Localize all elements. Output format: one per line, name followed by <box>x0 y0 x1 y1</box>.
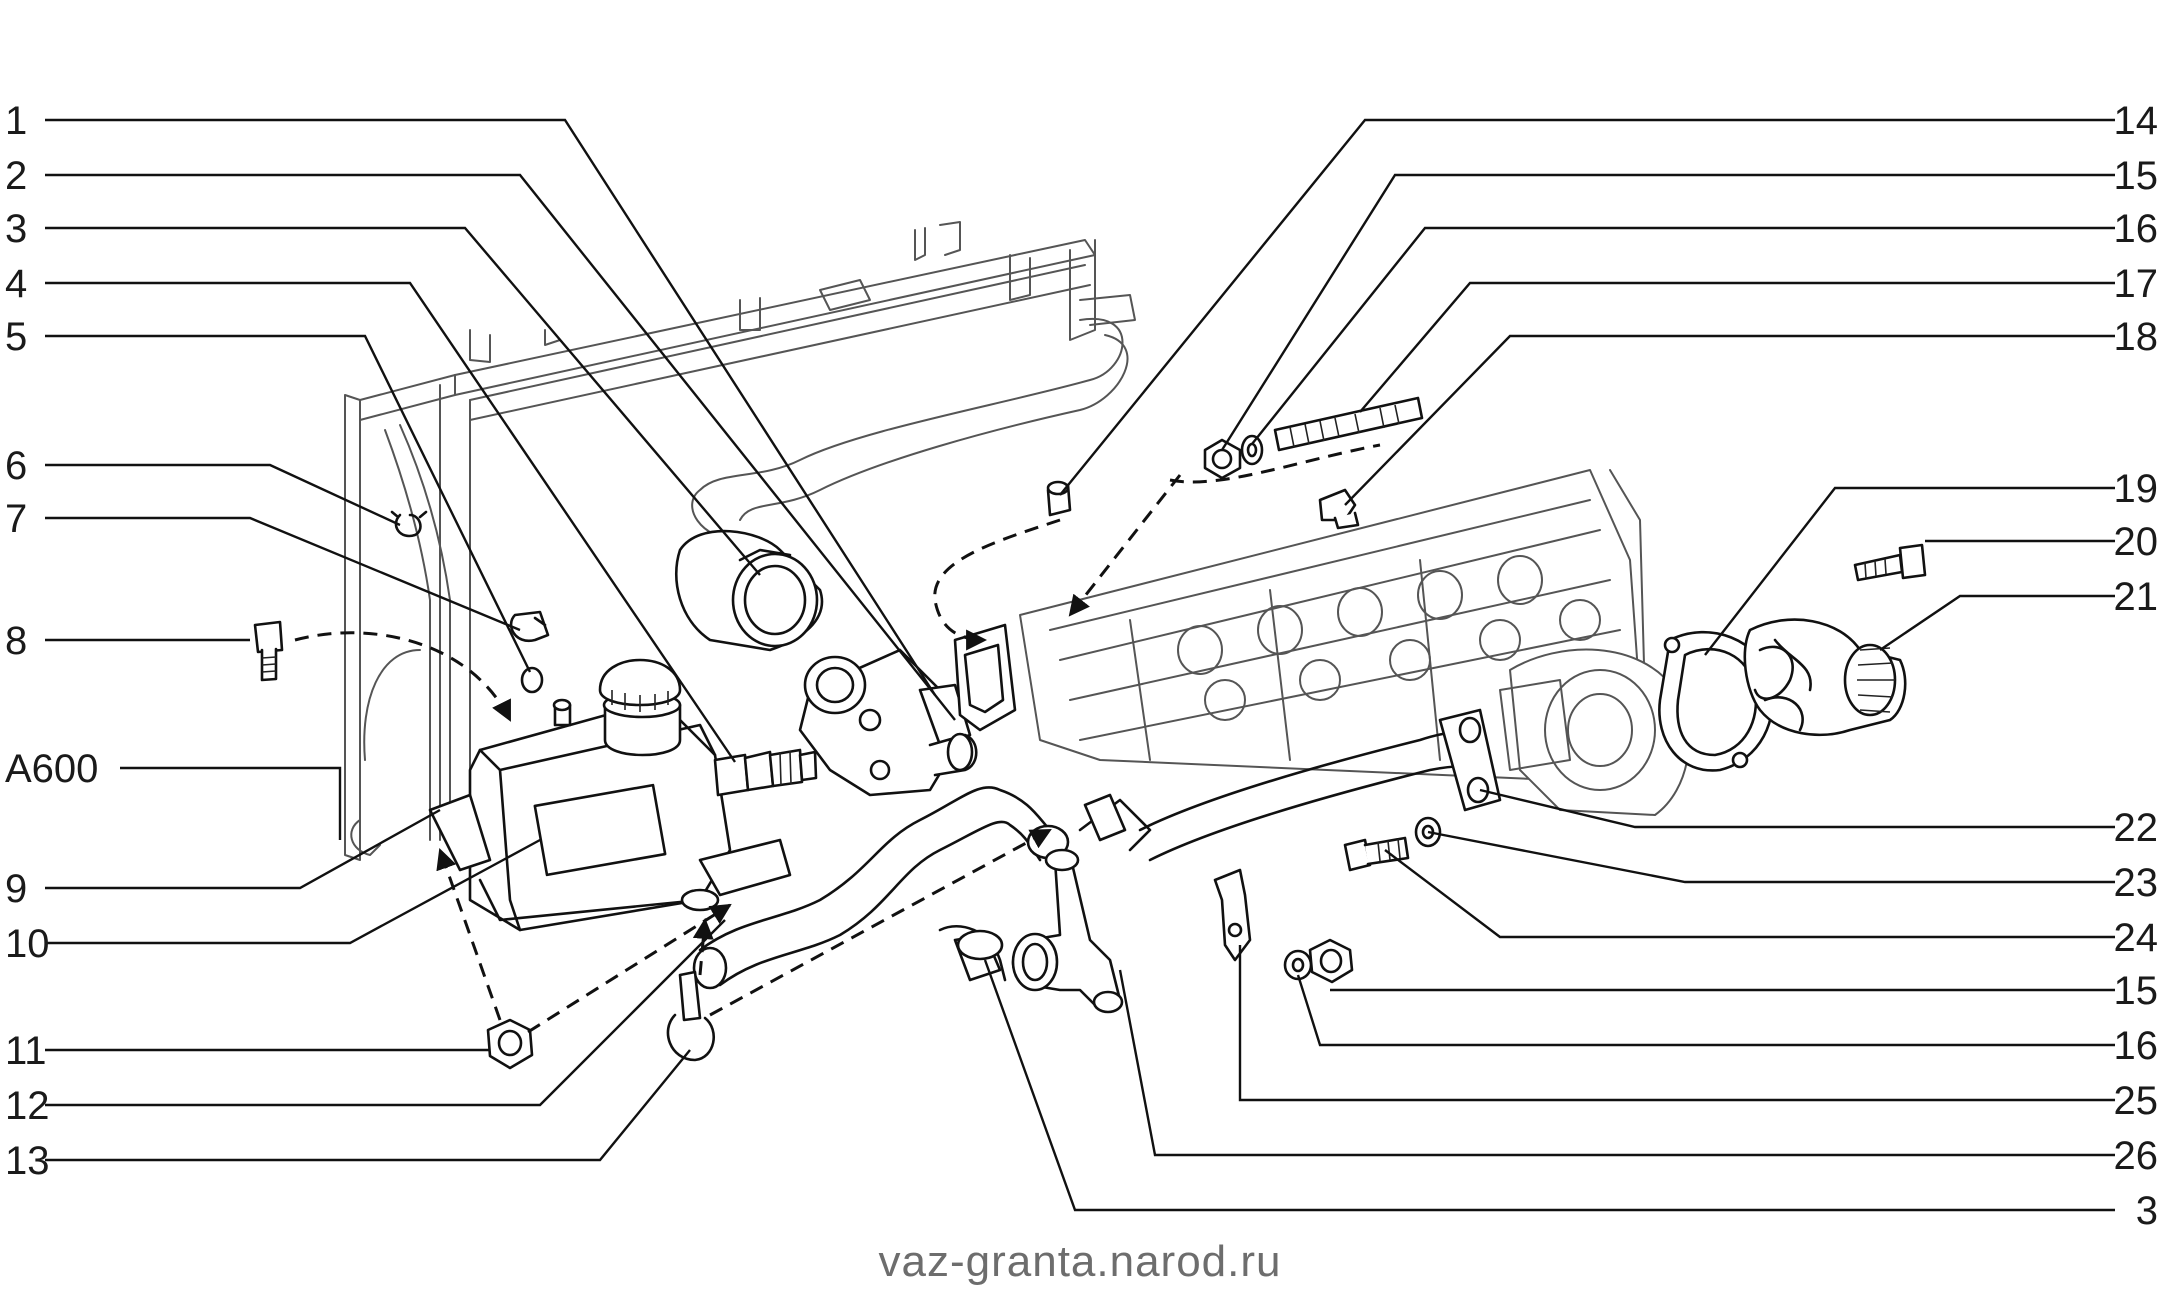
thermostat-gasket <box>953 623 1017 732</box>
callout-18: 18 <box>2114 315 2159 359</box>
callout-16-upper: 16 <box>2114 207 2159 251</box>
thermostat-housing <box>798 648 978 797</box>
callout-23: 23 <box>2114 861 2159 905</box>
callout-15-upper: 15 <box>2114 154 2159 198</box>
nut-11 <box>486 1018 534 1070</box>
stud-17 <box>1273 396 1424 452</box>
callout-9: 9 <box>5 867 27 911</box>
hose-12 <box>692 786 1070 990</box>
callouts-left: 1 2 3 4 5 6 7 8 A600 9 10 11 12 13 <box>5 99 98 1183</box>
temperature-sensor <box>713 748 818 797</box>
bolt-20 <box>1853 543 1927 582</box>
nut-15-lower <box>1308 938 1354 984</box>
callout-16-lower: 16 <box>2114 1024 2159 1068</box>
plug-18 <box>1318 488 1360 530</box>
clamp-7 <box>509 610 550 643</box>
bolt-24 <box>1343 836 1410 872</box>
radiator-hose-with-clamp <box>674 529 824 652</box>
callout-5: 5 <box>5 315 27 359</box>
callout-10: 10 <box>5 922 50 966</box>
callout-7: 7 <box>5 497 27 541</box>
callout-3: 3 <box>5 207 27 251</box>
callout-15-lower: 15 <box>2114 969 2159 1013</box>
callout-19: 19 <box>2114 467 2159 511</box>
callout-17: 17 <box>2114 262 2159 306</box>
callout-4: 4 <box>5 262 27 306</box>
lower-hose-3 <box>938 925 1007 982</box>
callout-22: 22 <box>2114 806 2159 850</box>
callout-8: 8 <box>5 619 27 663</box>
coolant-pipe-22 <box>1138 708 1502 862</box>
callout-20: 20 <box>2114 520 2159 564</box>
bracket-25 <box>1213 868 1252 962</box>
callout-25: 25 <box>2114 1079 2159 1123</box>
callout-6: 6 <box>5 444 27 488</box>
callout-12: 12 <box>5 1084 50 1128</box>
water-pump <box>1743 618 1907 737</box>
callout-2: 2 <box>5 154 27 198</box>
callout-24: 24 <box>2114 916 2159 960</box>
expansion-tank <box>428 658 792 932</box>
callout-11: 11 <box>5 1029 47 1073</box>
clamp-13 <box>666 970 715 1062</box>
sleeve-5 <box>520 666 544 694</box>
callout-13: 13 <box>5 1139 50 1183</box>
callout-21: 21 <box>2114 575 2159 619</box>
washer-16-lower <box>1283 949 1313 981</box>
callouts-right: 14 15 16 17 18 19 20 21 22 23 24 15 16 2… <box>2114 99 2159 1233</box>
washer-16-upper <box>1240 434 1264 466</box>
engine-head-background <box>1019 469 1690 816</box>
callout-3-lower: 3 <box>2136 1189 2158 1233</box>
bolt-8 <box>253 620 284 682</box>
radiator-background <box>344 221 1136 861</box>
callout-26: 26 <box>2114 1134 2159 1178</box>
coolant-t-pipe <box>1011 793 1152 1014</box>
assembly-arrows <box>294 443 1381 1034</box>
nut-15-upper <box>1203 438 1242 480</box>
callout-14: 14 <box>2114 99 2159 143</box>
callout-1: 1 <box>5 99 27 143</box>
site-watermark: vaz-granta.narod.ru <box>879 1237 1282 1286</box>
callout-a600: A600 <box>5 747 98 791</box>
leader-lines <box>45 118 2115 1212</box>
